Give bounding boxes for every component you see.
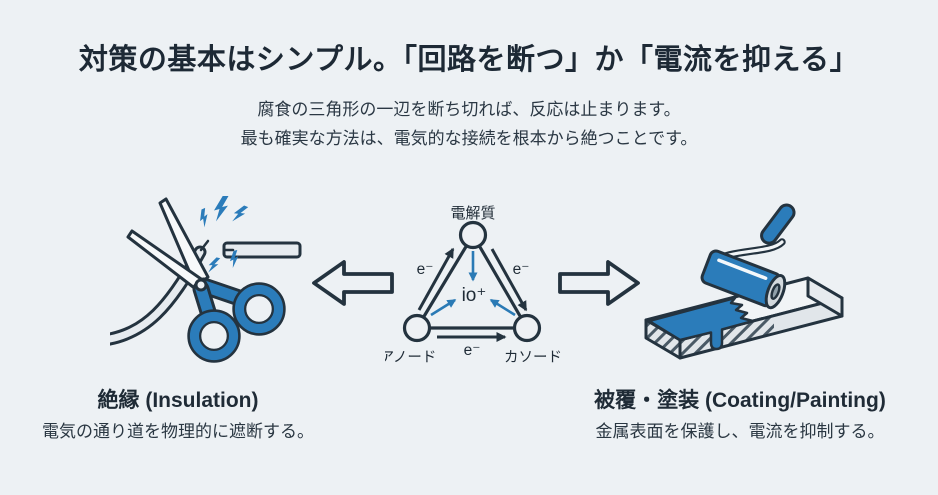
electrolyte-label: 電解質 [450, 204, 495, 222]
ion-label: io⁺ [462, 285, 487, 306]
subtitle-line-1: 腐食の三角形の一辺を断ち切れば、反応は止まります。 [257, 100, 681, 119]
cathode-node [512, 313, 542, 343]
insulation-description: 電気の通り道を物理的に遮断する。 [42, 422, 314, 441]
subtitle-line-2: 最も確実な方法は、電気的な接続を根本から絶つことです。 [240, 129, 698, 148]
anode-node [402, 313, 432, 343]
coating-caption: 被覆・塗装 (Coating/Painting) 金属表面を保護し、電流を抑制す… [556, 388, 924, 443]
cathode-label: カソード [504, 350, 562, 366]
coating-heading: 被覆・塗装 (Coating/Painting) [594, 389, 886, 412]
insulation-caption: 絶縁 (Insulation) 電気の通り道を物理的に遮断する。 [28, 388, 328, 443]
insulation-heading: 絶縁 (Insulation) [97, 389, 259, 412]
page-title: 対策の基本はシンプル。「回路を断つ」か「電流を抑える」 [78, 44, 860, 76]
corrosion-triangle-diagram: 電解質 e⁻ e⁻ io⁺ e⁻ アノード カソード [385, 204, 562, 366]
coating-description: 金属表面を保護し、電流を抑制する。 [595, 422, 885, 441]
electron-label-bottom: e⁻ [464, 342, 481, 359]
electron-label-left: e⁻ [417, 261, 434, 278]
electrolyte-node [458, 220, 488, 250]
anode-label: アノード [385, 350, 436, 366]
arrow-right-icon [558, 260, 640, 306]
electron-label-right: e⁻ [513, 261, 530, 278]
arrow-left-icon [312, 260, 394, 306]
scissors-cutting-wire-icon [110, 196, 302, 363]
subtitle: 腐食の三角形の一辺を断ち切れば、反応は止まります。 最も確実な方法は、電気的な接… [0, 95, 938, 153]
paint-roller-icon [644, 203, 844, 360]
